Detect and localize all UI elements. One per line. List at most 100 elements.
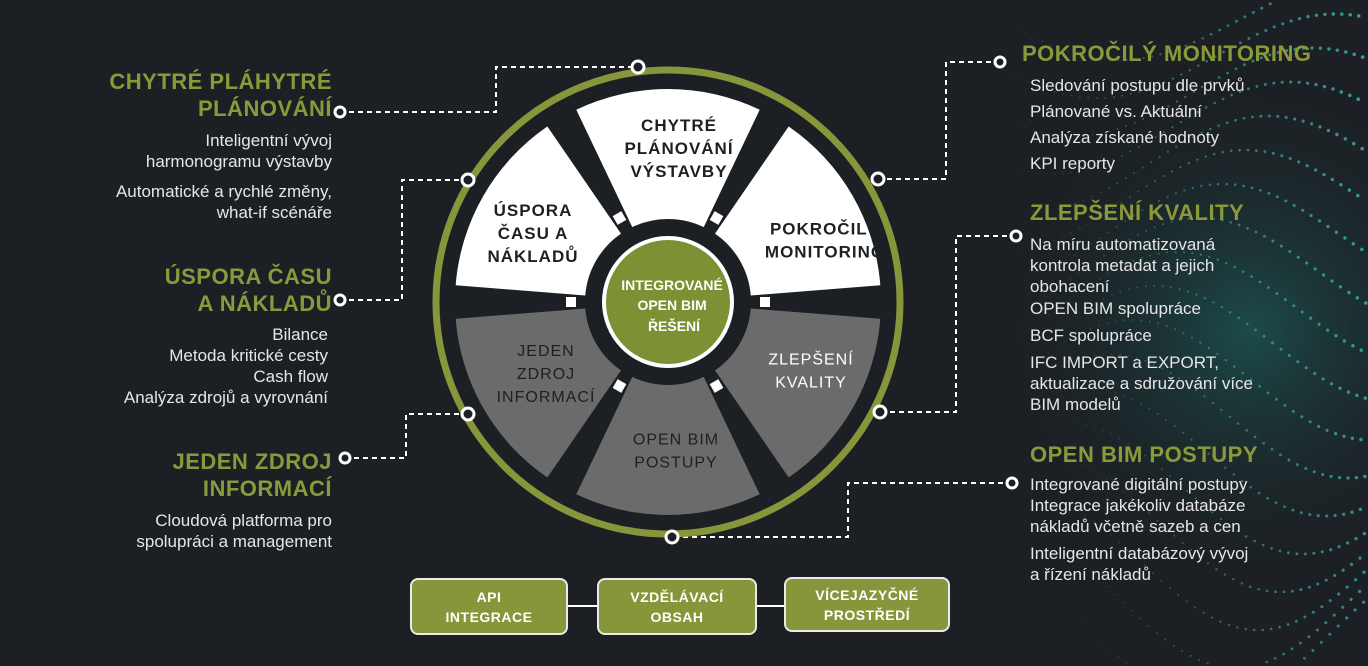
particle-dot — [1266, 496, 1269, 500]
particle-dot — [1116, 182, 1119, 185]
particle-dot — [1279, 244, 1283, 248]
list-item: obohacení — [1030, 277, 1110, 296]
particle-dot — [1051, 422, 1053, 424]
title-line: A NÁKLADŮ — [197, 291, 332, 316]
particle-dot — [1192, 40, 1196, 44]
particle-dot — [1296, 360, 1300, 364]
dot-top — [630, 59, 646, 75]
particle-dot — [1287, 458, 1291, 462]
particle-dot — [1312, 551, 1316, 555]
particle-dot — [1341, 605, 1345, 609]
particle-dot — [1246, 148, 1250, 152]
particle-dot — [1273, 656, 1277, 660]
particle-dot — [1329, 548, 1333, 552]
particle-dot — [1157, 252, 1160, 255]
particle-dot — [1086, 266, 1088, 269]
particle-dot — [1165, 325, 1168, 328]
segment-label-line: ZDROJ — [517, 366, 575, 383]
particle-dot — [1141, 166, 1144, 169]
particle-dot — [1344, 50, 1348, 54]
particle-dot — [1151, 572, 1154, 575]
particle-dot — [1074, 135, 1077, 137]
particle-dot — [1192, 90, 1196, 94]
particle-dot — [1052, 290, 1054, 292]
particle-dot — [1238, 90, 1242, 94]
list-item: Analýza zdrojů a vyrovnání — [123, 388, 328, 407]
particle-dot — [1199, 341, 1202, 344]
particle-dot — [1132, 214, 1135, 217]
particle-dot — [1299, 511, 1303, 515]
particle-dot — [1060, 365, 1062, 367]
particle-dot — [1142, 56, 1145, 60]
particle-dot — [1043, 336, 1046, 338]
particle-dot — [1216, 352, 1219, 356]
particle-dot — [1167, 105, 1170, 108]
particle-dot — [1294, 619, 1298, 623]
particle-dot — [1040, 273, 1042, 275]
particle-dot — [1356, 14, 1361, 18]
right-title-quality: ZLEPŠENÍ KVALITY — [1030, 200, 1245, 225]
particle-dot — [1285, 49, 1289, 53]
particle-dot — [1293, 117, 1297, 121]
particle-dot — [1338, 285, 1343, 289]
particle-dot — [1319, 640, 1323, 644]
particle-dot — [1298, 641, 1302, 645]
particle-dot — [1068, 361, 1070, 364]
particle-dot — [1258, 188, 1262, 192]
left-title-planning: CHYTRÉ PLÁHYTRÉ PLÁNOVÁNÍ — [60, 68, 332, 122]
dot-right-2 — [1009, 229, 1023, 243]
title-line: INFORMACÍ — [202, 476, 332, 501]
particle-dot — [1275, 195, 1279, 199]
particle-dot — [1211, 511, 1214, 514]
particle-dot — [1090, 243, 1093, 245]
particle-dot — [1255, 84, 1259, 88]
particle-dot — [1127, 355, 1130, 357]
particle-dot — [1081, 387, 1083, 389]
particle-dot — [1020, 78, 1022, 80]
particle-dot — [1232, 365, 1236, 368]
particle-dot — [1275, 292, 1279, 296]
particle-dot — [1238, 41, 1242, 45]
particle-dot — [1331, 12, 1336, 16]
particle-dot — [1354, 475, 1359, 480]
particle-dot — [1237, 223, 1241, 227]
particle-dot — [1282, 652, 1285, 656]
particle-dot — [1229, 149, 1233, 153]
particle-dot — [1264, 29, 1268, 32]
particle-dot — [1109, 647, 1111, 650]
title-line: ÚSPORA ČASU — [164, 264, 332, 289]
list-item: a řízení nákladů — [1030, 565, 1151, 584]
particle-dot — [1081, 331, 1083, 334]
particle-dot — [1084, 514, 1086, 516]
particle-dot — [1066, 50, 1069, 52]
particle-dot — [1259, 114, 1263, 118]
particle-dot — [1335, 132, 1339, 137]
particle-dot — [1107, 272, 1109, 275]
particle-dot — [1091, 195, 1093, 198]
particle-dot — [1074, 202, 1076, 205]
particle-dot — [1222, 50, 1225, 54]
particle-dot — [1203, 395, 1206, 398]
particle-dot — [1292, 203, 1296, 208]
particle-dot — [1037, 85, 1039, 87]
particle-dot — [1166, 251, 1169, 254]
particle-dot — [1199, 253, 1203, 256]
particle-dot — [1119, 290, 1122, 293]
particle-dot — [1045, 173, 1047, 175]
particle-dot — [1234, 67, 1238, 71]
particle-dot — [1141, 209, 1144, 212]
list-item: Bilance — [272, 325, 328, 344]
particle-dot — [1293, 47, 1297, 51]
particle-dot — [1150, 161, 1153, 164]
particle-dot — [1174, 328, 1177, 331]
particle-dot — [1101, 527, 1103, 529]
particle-dot — [1339, 183, 1343, 187]
particle-dot — [1154, 136, 1157, 139]
segment-divider-tab — [709, 379, 724, 393]
segment-divider-tab — [612, 211, 627, 225]
